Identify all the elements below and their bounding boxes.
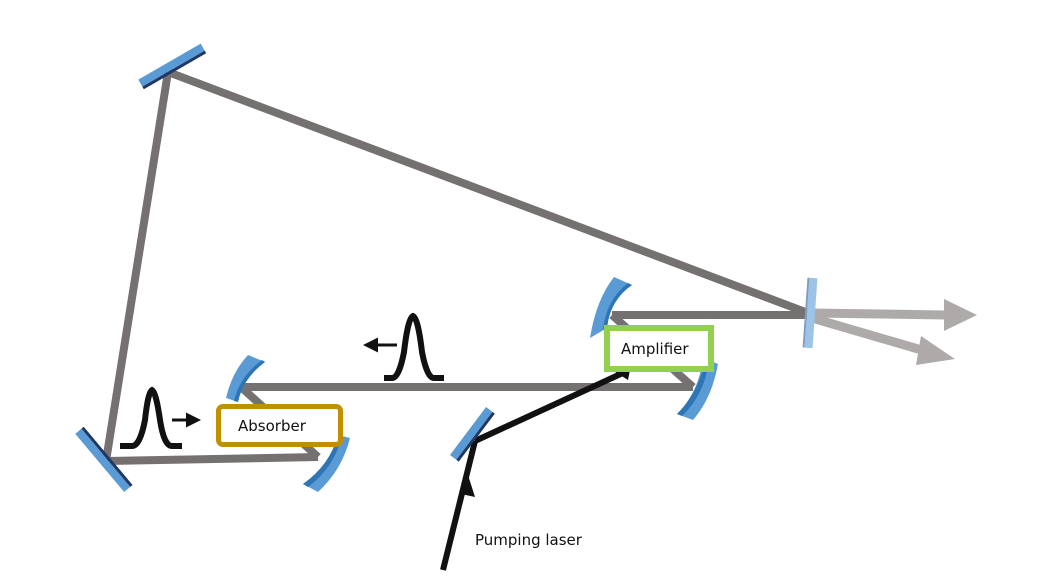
pump-beam [440,369,630,571]
output-beam-2 [810,313,927,356]
flat-mirror-top-left [138,43,207,90]
curved-mirror-absorber-left [226,355,265,402]
pump-label: Pumping laser [475,531,582,549]
pulse-left-shape [120,386,182,449]
pulse-center [363,312,444,381]
output-coupler [802,277,818,349]
beam-top-diagonal [166,68,810,317]
flat-mirror-bottom-left [75,426,133,493]
pump-beam-reflected [473,369,627,444]
absorber-box: Absorber [216,404,343,447]
amplifier-label: Amplifier [621,339,689,358]
output-arrow-1 [944,299,977,331]
pump-beam-incoming [440,440,478,571]
pump-mirror [449,407,495,462]
beam-bottom [105,453,319,465]
pump-arrow-head [461,472,475,497]
pulse-center-shape [384,312,444,381]
pulse-left [120,386,201,449]
output-beam-1 [811,308,946,320]
beam-left-vertical [102,71,172,462]
output-beams [810,299,977,365]
amplifier-box: Amplifier [604,325,714,372]
absorber-label: Absorber [238,416,306,435]
pump-arrow-head-2 [612,370,630,380]
output-arrow-2 [916,336,955,365]
